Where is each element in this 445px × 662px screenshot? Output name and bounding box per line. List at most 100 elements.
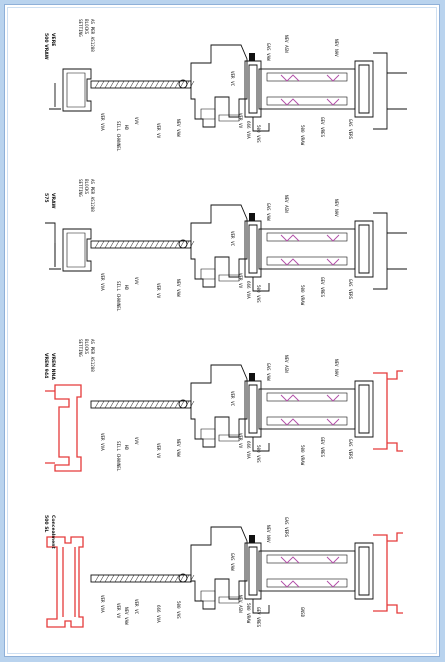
sash-right — [354, 532, 403, 614]
callout-label: GNSD — [300, 607, 305, 618]
sash-right — [354, 370, 403, 452]
callout-label: NEV ASN — [238, 595, 243, 613]
sash-right — [354, 212, 407, 290]
mullion-profile — [178, 44, 248, 128]
callout-label: NEV VAW — [176, 279, 181, 297]
setting-blocks-note: BLOCKS — [84, 179, 89, 195]
outer-label: 500 VRAW — [43, 33, 49, 60]
callout-label: GAS VERS — [348, 279, 353, 300]
callout-label: GEV VRES — [320, 277, 325, 298]
callout-label: GAS VAW — [266, 363, 271, 381]
callout-label: 500 VRAW — [300, 285, 305, 306]
outer-label-2: VREN NNA — [50, 353, 56, 380]
callout-label: 666 VVA — [246, 441, 251, 459]
callout-label: VER VC — [134, 599, 139, 615]
callout-label: 666 VVA — [156, 605, 161, 623]
setting-blocks-note: BLOCKS — [84, 19, 89, 35]
callout-label: NEV VAW — [176, 119, 181, 137]
callout-label: VER VC — [230, 391, 235, 407]
callout-label: 500 VRAW — [246, 603, 251, 624]
setting-blocks-note: SETTING — [78, 339, 83, 357]
glass-pane-single — [90, 240, 195, 249]
callout-label: VER VVA — [100, 433, 105, 451]
outer-label-2: Concealment — [50, 515, 56, 549]
outer-frame-left — [49, 68, 92, 112]
callout-label: GAS VAW — [230, 553, 235, 571]
callout-label: SILL CHANNEL — [116, 121, 121, 152]
callout-label: HD — [124, 125, 129, 131]
callout-label: 666 VVA — [246, 121, 251, 139]
callout-label: VER VV — [238, 433, 243, 449]
outer-frame-left — [46, 536, 84, 628]
setting-blocks-note: AS PER AS1288 — [90, 19, 95, 52]
callout-label: VER VV — [156, 283, 161, 299]
double-glazing-unit — [258, 228, 356, 270]
callout-label: VER VVA — [100, 113, 105, 131]
double-glazing-unit — [258, 550, 356, 592]
callout-label: VER VVA — [100, 595, 105, 613]
outer-frame-left — [45, 384, 82, 472]
callout-label: VER VC — [230, 71, 235, 87]
callout-label: 666 VVA — [246, 281, 251, 299]
glass-pane-single — [90, 80, 195, 89]
setting-blocks-note: BLOCKS — [84, 339, 89, 355]
callout-label: VER VV — [238, 273, 243, 289]
mullion-profile — [178, 204, 248, 288]
double-glazing-unit — [258, 388, 356, 430]
callout-label: GAS VERS — [284, 517, 289, 538]
callout-label: GAS VAW — [266, 43, 271, 61]
callout-label: VER VV — [116, 603, 121, 619]
callout-label: VVV — [134, 277, 139, 285]
sash-left — [244, 53, 270, 132]
callout-label: GAS VERS — [348, 119, 353, 140]
outer-frame-left — [45, 222, 92, 272]
callout-label: 500 VRAW — [300, 445, 305, 466]
callout-label: VVV — [134, 117, 139, 125]
setting-blocks-note: AS PER AS1288 — [90, 179, 95, 212]
setting-blocks-note: SETTING — [78, 179, 83, 197]
outer-label: VREN 944 — [43, 353, 49, 378]
glass-pane-single — [90, 574, 195, 583]
callout-label: VER VC — [230, 231, 235, 247]
callout-label: HD — [124, 285, 129, 291]
sash-left — [244, 373, 270, 452]
callout-label: 500 VAS — [256, 125, 261, 143]
sash-left — [244, 213, 270, 292]
callout-label: NEV NAV — [334, 359, 339, 377]
callout-label: SILL CHANNEL — [116, 441, 121, 472]
callout-label: NEV NAV — [334, 39, 339, 57]
mullion-profile — [178, 364, 248, 448]
callout-label: VVV — [134, 437, 139, 445]
callout-label: NEV ASN — [284, 195, 289, 213]
callout-label: VER VVA — [100, 273, 105, 291]
callout-label: SILL CHANNEL — [116, 281, 121, 312]
callout-label: GEV VRES — [320, 117, 325, 138]
callout-label: GAS VAW — [266, 203, 271, 221]
callout-label: HD — [124, 445, 129, 451]
double-glazing-unit — [258, 68, 356, 110]
callout-label: GEV VRES — [320, 437, 325, 458]
callout-label: NEV VAW — [124, 607, 129, 625]
callout-label: NEV ASN — [284, 35, 289, 53]
callout-label: 500 VRAW — [300, 125, 305, 146]
setting-blocks-note: SETTING — [78, 19, 83, 37]
outer-label: 575 — [43, 193, 49, 203]
callout-label: NEV NAV — [266, 525, 271, 543]
sash-left — [244, 535, 270, 614]
outer-label: 500 SL — [43, 515, 49, 532]
callout-label: 500 VAS — [256, 285, 261, 303]
outer-label-2: VERE — [50, 33, 56, 46]
drawing-border — [7, 7, 437, 654]
callout-label: NEV ASN — [284, 355, 289, 373]
callout-label: NEV NAV — [334, 199, 339, 217]
callout-label: 500 VAS — [176, 601, 181, 619]
callout-label: VER VV — [238, 113, 243, 129]
callout-label: GAS VERS — [348, 439, 353, 460]
